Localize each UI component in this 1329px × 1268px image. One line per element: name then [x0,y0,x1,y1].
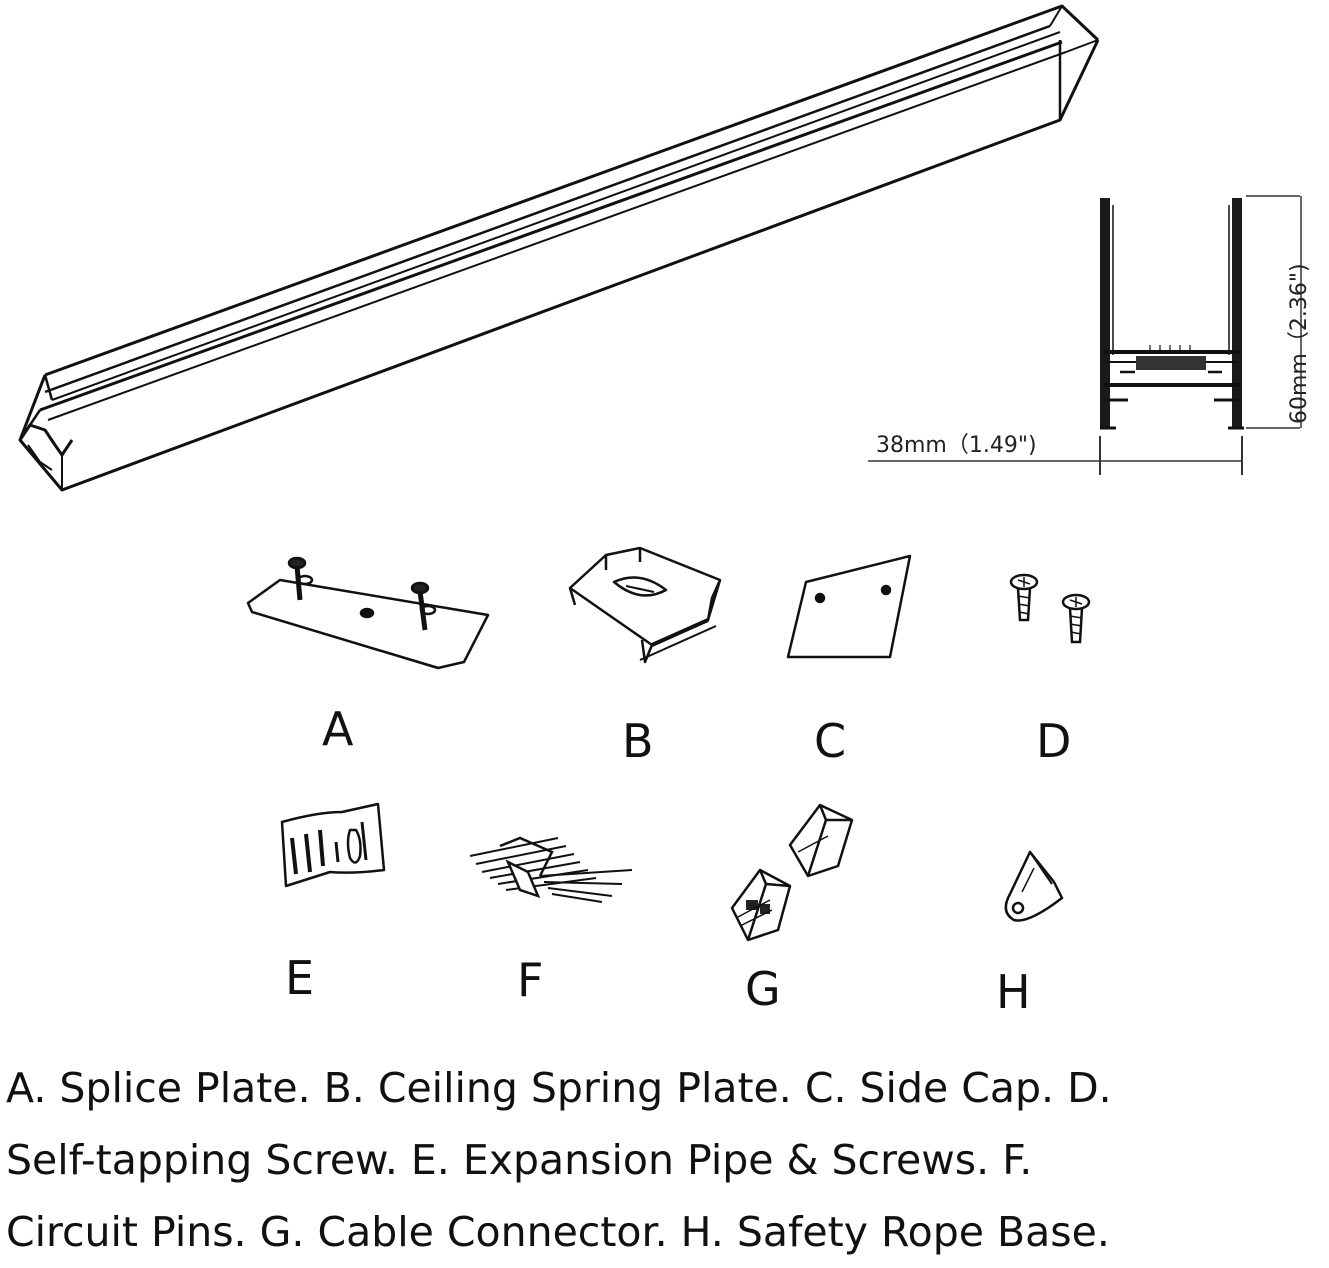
height-dimension [1246,195,1302,429]
caption-line-3: Circuit Pins. G. Cable Connector. H. Saf… [6,1208,1110,1256]
width-dimension [868,436,1243,475]
part-letter-h: H [996,965,1031,1019]
safety-rope-base-icon [1004,850,1064,922]
parts-diagram: 38mm（1.49") 60mm（2.36") A B C [18,4,1312,1019]
part-letter-b: B [622,714,654,768]
cable-connector-icon [730,803,854,942]
width-dimension-label: 38mm（1.49") [876,433,1037,458]
height-dimension-label: 60mm（2.36") [1287,263,1312,424]
caption-line-2: Self-tapping Screw. E. Expansion Pipe & … [6,1136,1033,1184]
circuit-pins-icon [469,836,633,903]
ceiling-spring-plate-icon [568,546,722,664]
part-letter-c: C [814,714,846,768]
part-letter-g: G [745,962,781,1016]
parts-legend-caption: A. Splice Plate. B. Ceiling Spring Plate… [6,1052,1326,1268]
side-cap-icon [786,554,912,659]
part-letter-e: E [285,951,314,1005]
profile-cross-section-icon [1100,198,1244,430]
self-tapping-screw-icon [1009,573,1091,644]
splice-plate-icon [246,556,490,670]
part-letter-d: D [1036,714,1071,768]
caption-line-1: A. Splice Plate. B. Ceiling Spring Plate… [6,1064,1112,1112]
part-letter-f: F [517,953,543,1007]
profile-bar-icon [18,4,1100,492]
expansion-pipe-screws-icon [280,802,386,888]
part-letter-a: A [322,702,354,756]
